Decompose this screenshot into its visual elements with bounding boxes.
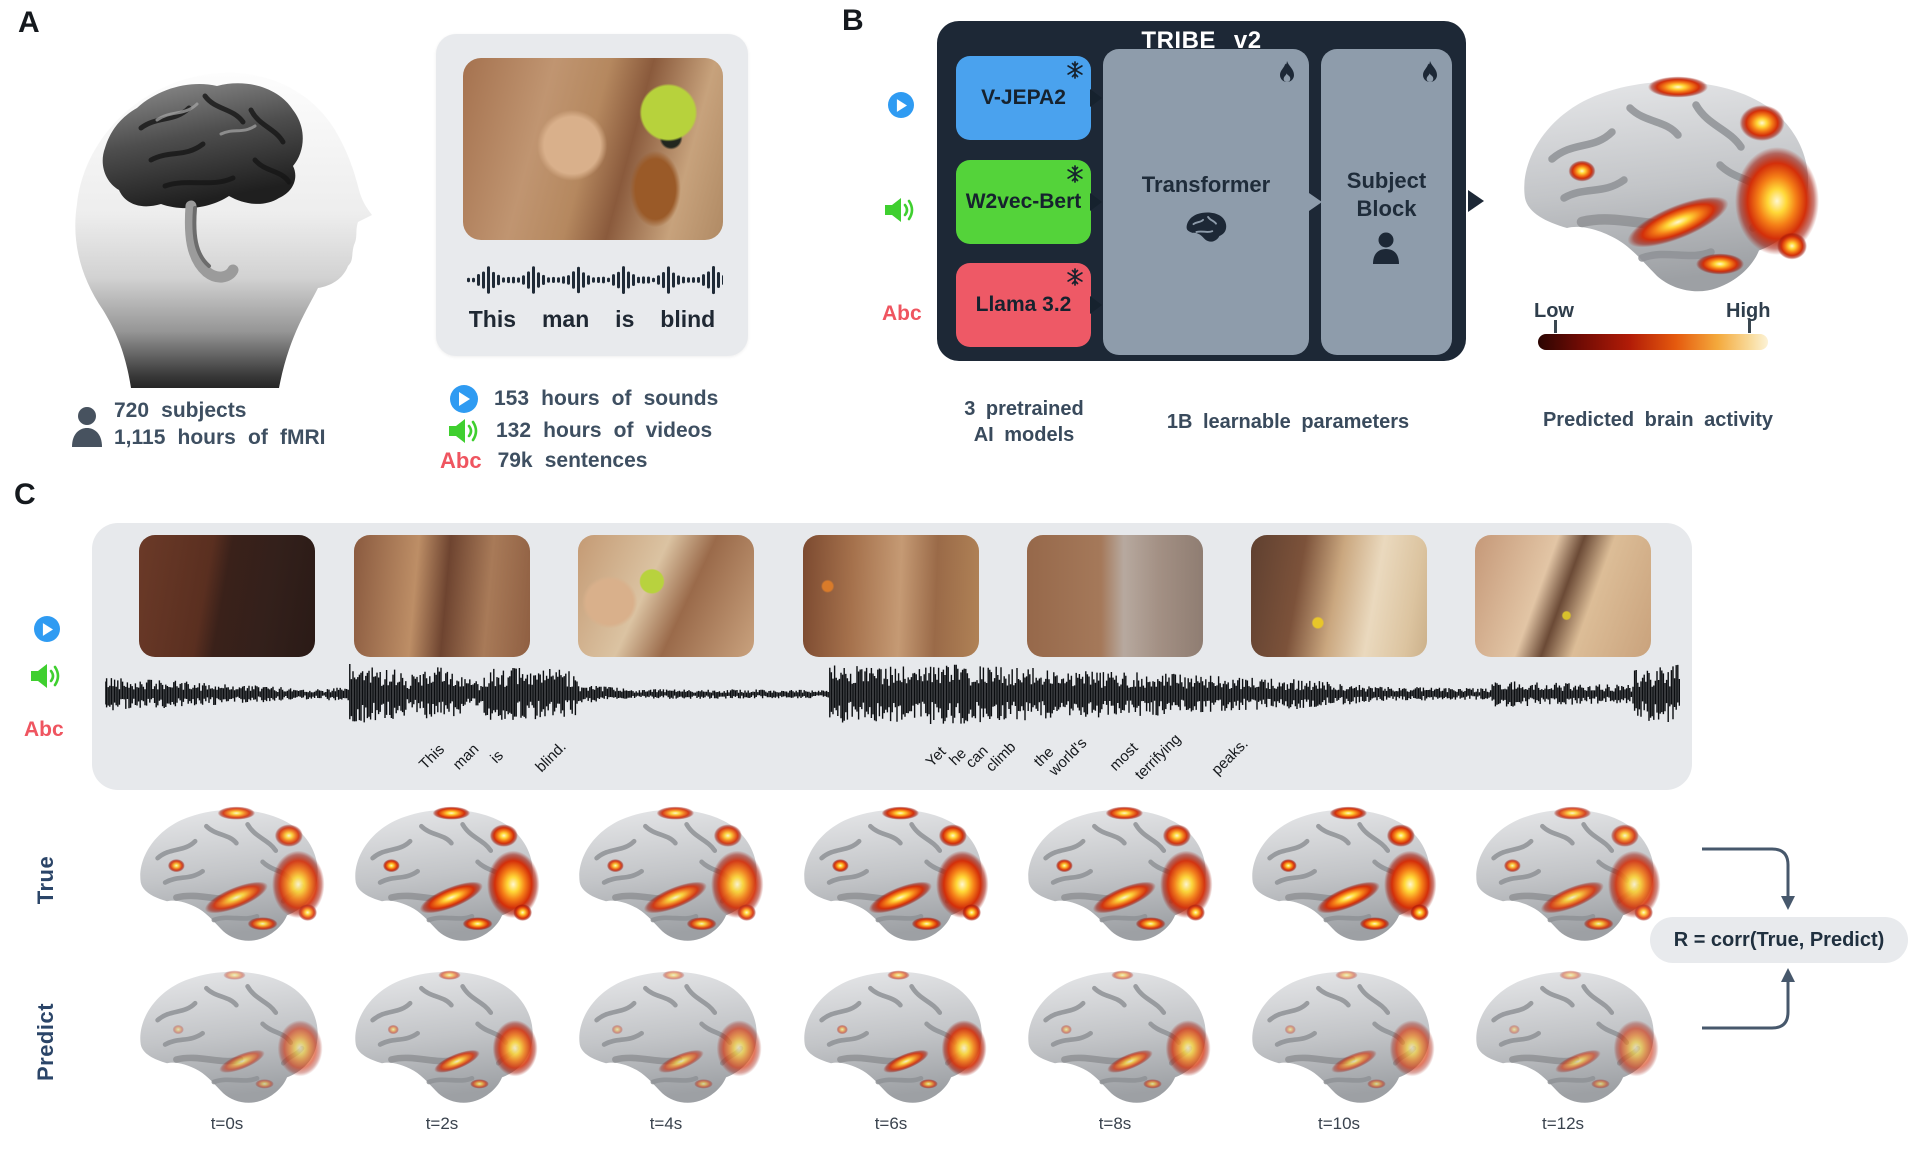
predict-brain-t8s [1010,962,1220,1112]
row-label-predict: Predict [33,1002,58,1082]
flame-icon [1423,61,1437,82]
model-chip-w2vecbert-label: W2vec-Bert [965,190,1082,213]
audio-waveform-icon [467,266,723,295]
video-frame-t8s [1027,535,1203,657]
time-label: t=2s [425,1114,459,1133]
model-chip-llama-label: Llama 3.2 [975,293,1072,316]
predict-brain-t6s [786,962,996,1112]
play-icon [34,616,60,642]
arrow-transformer-to-subject [1309,193,1322,211]
play-icon [450,385,478,413]
colorbar-low-label: Low [1534,300,1574,322]
caption-learnable-params: 1B learnable parameters [1166,411,1410,433]
predicted-brain-image [1496,66,1830,306]
head-brain-illustration [75,72,372,388]
stimulus-transcript: This man is blind [468,306,716,332]
abc-icon: Abc [24,718,64,741]
arrow-model-output [1468,190,1484,212]
brain-icon [1186,212,1227,242]
true-brain-t12s [1458,800,1668,950]
video-frame-t2s [354,535,530,657]
subject-person-icon [1373,232,1399,264]
model-chip-vjepa2: V-JEPA2 [956,56,1091,140]
predict-brain-t10s [1234,962,1444,1112]
stat-sentences-text: 79k sentences [497,449,648,472]
speech-waveform [105,664,1680,724]
caption-pretrained-models: 3 pretrained AI models [964,398,1084,446]
time-label: t=6s [874,1114,908,1133]
subject-block-label-line2: Block [1356,196,1417,221]
panel-b-label: B [842,4,864,37]
activity-colorbar [1538,334,1768,350]
person-icon [72,407,102,447]
arrowhead-down [1781,896,1795,910]
stat-row-videos: 132 hours of videos [448,416,712,446]
abc-icon: Abc [440,448,482,473]
speaker-icon [449,419,478,443]
transformer-label: Transformer [1141,172,1271,197]
model-chip-vjepa2-label: V-JEPA2 [981,86,1066,109]
time-label: t=8s [1098,1114,1132,1133]
predict-brain-t4s [561,962,771,1112]
video-frame-t10s [1251,535,1427,657]
video-frame-t0s [139,535,315,657]
caption-predicted-activity: Predicted brain activity [1542,409,1774,431]
video-frame-t12s [1475,535,1651,657]
snowflake-icon [1067,165,1083,183]
time-label: t=10s [1317,1114,1361,1133]
snowflake-icon [1067,61,1083,79]
stat-row-sentences: Abc 79k sentences [440,446,647,476]
stat-sounds-text: 153 hours of sounds [494,387,719,410]
play-icon [888,92,914,118]
video-frame-t4s [578,535,754,657]
panel-c-label: C [14,478,36,511]
true-brain-t2s [337,800,547,950]
flame-icon [1280,61,1294,82]
correlation-arrows [1702,847,1795,1030]
model-chip-w2vecbert: W2vec-Bert [956,160,1091,244]
abc-icon: Abc [882,302,922,325]
predict-brain-t2s [337,962,547,1112]
panel-a-label: A [18,6,40,39]
subjects-stat-line1: 720 subjects [114,399,247,422]
time-label: t=0s [210,1114,244,1133]
subjects-stat-line2: 1,115 hours of fMRI [114,426,326,449]
subject-block: Subject Block [1321,49,1452,355]
row-label-true: True [33,855,58,905]
video-frame-t6s [803,535,979,657]
transformer-block: Transformer [1103,49,1309,355]
stimulus-video-frame [463,58,723,240]
colorbar-high-label: High [1726,300,1771,322]
snowflake-icon [1067,268,1083,286]
model-chip-llama: Llama 3.2 [956,263,1091,347]
stat-row-sounds: 153 hours of sounds [450,384,718,414]
predict-brain-t0s [122,962,332,1112]
subject-block-label-line1: Subject [1346,168,1427,193]
time-label: t=4s [649,1114,683,1133]
true-brain-t6s [786,800,996,950]
speaker-icon [885,198,914,222]
true-brain-t4s [561,800,771,950]
true-brain-t8s [1010,800,1220,950]
colorbar-high-tick [1748,320,1751,333]
stat-videos-text: 132 hours of videos [496,419,713,442]
arrowhead-up [1781,968,1795,982]
speaker-icon [31,664,60,688]
predict-brain-t12s [1458,962,1668,1112]
colorbar-low-tick [1554,320,1557,333]
time-label: t=12s [1541,1114,1585,1133]
true-brain-t0s [122,800,332,950]
correlation-formula: R = corr(True, Predict) [1650,917,1908,963]
true-brain-t10s [1234,800,1444,950]
